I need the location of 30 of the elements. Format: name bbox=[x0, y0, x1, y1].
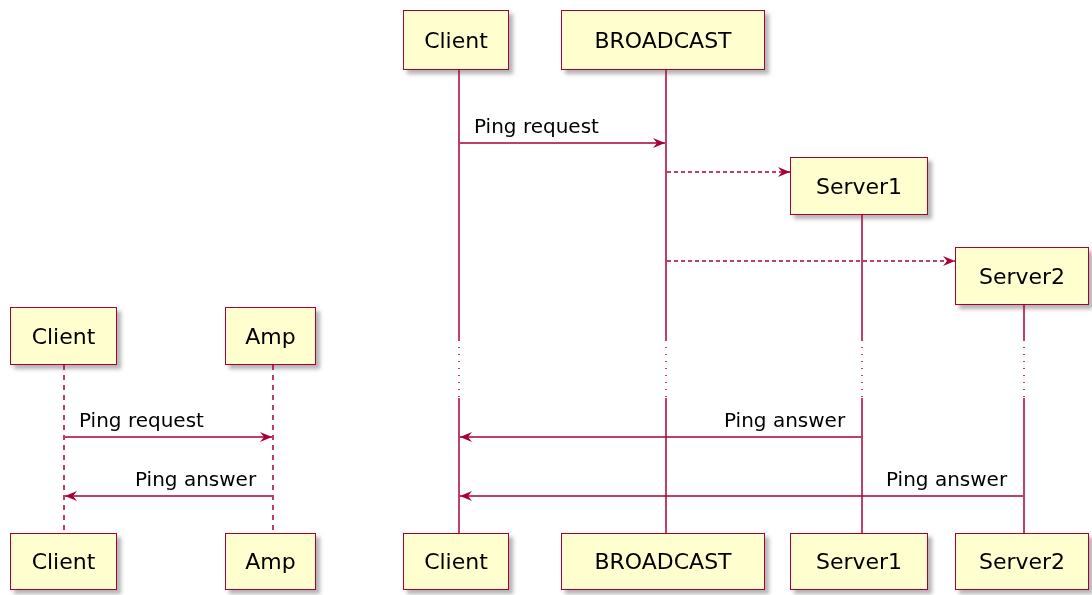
participant-box: Amp bbox=[225, 307, 316, 365]
participant-box: Client bbox=[10, 307, 117, 365]
participant-box: Client bbox=[403, 533, 509, 590]
participant-box: Client bbox=[403, 10, 509, 70]
message-arrow bbox=[666, 167, 791, 177]
lifeline bbox=[63, 365, 65, 533]
lifeline bbox=[861, 215, 863, 533]
lifeline bbox=[458, 70, 460, 533]
participant-box: Amp bbox=[225, 533, 316, 590]
participant-box: Server1 bbox=[790, 533, 928, 590]
message-arrow bbox=[459, 491, 1024, 501]
message-arrow bbox=[459, 432, 862, 442]
lifeline bbox=[665, 70, 667, 533]
message-label: Ping request bbox=[472, 115, 601, 137]
participant-box: Server2 bbox=[955, 533, 1089, 590]
participant-box: Server1 bbox=[790, 157, 928, 215]
message-label: Ping request bbox=[77, 409, 206, 431]
participant-box: Client bbox=[10, 533, 117, 590]
message-label: Ping answer bbox=[133, 468, 259, 490]
message-arrow bbox=[666, 256, 956, 266]
participant-box: BROADCAST bbox=[561, 10, 765, 70]
message-arrow bbox=[459, 138, 666, 148]
participant-box: Server2 bbox=[955, 247, 1089, 305]
message-arrow bbox=[64, 432, 273, 442]
message-label: Ping answer bbox=[884, 468, 1010, 490]
message-arrow bbox=[64, 491, 273, 501]
lifeline bbox=[1023, 305, 1025, 533]
lifeline bbox=[272, 365, 274, 533]
message-label: Ping answer bbox=[722, 409, 848, 431]
participant-box: BROADCAST bbox=[561, 533, 765, 590]
